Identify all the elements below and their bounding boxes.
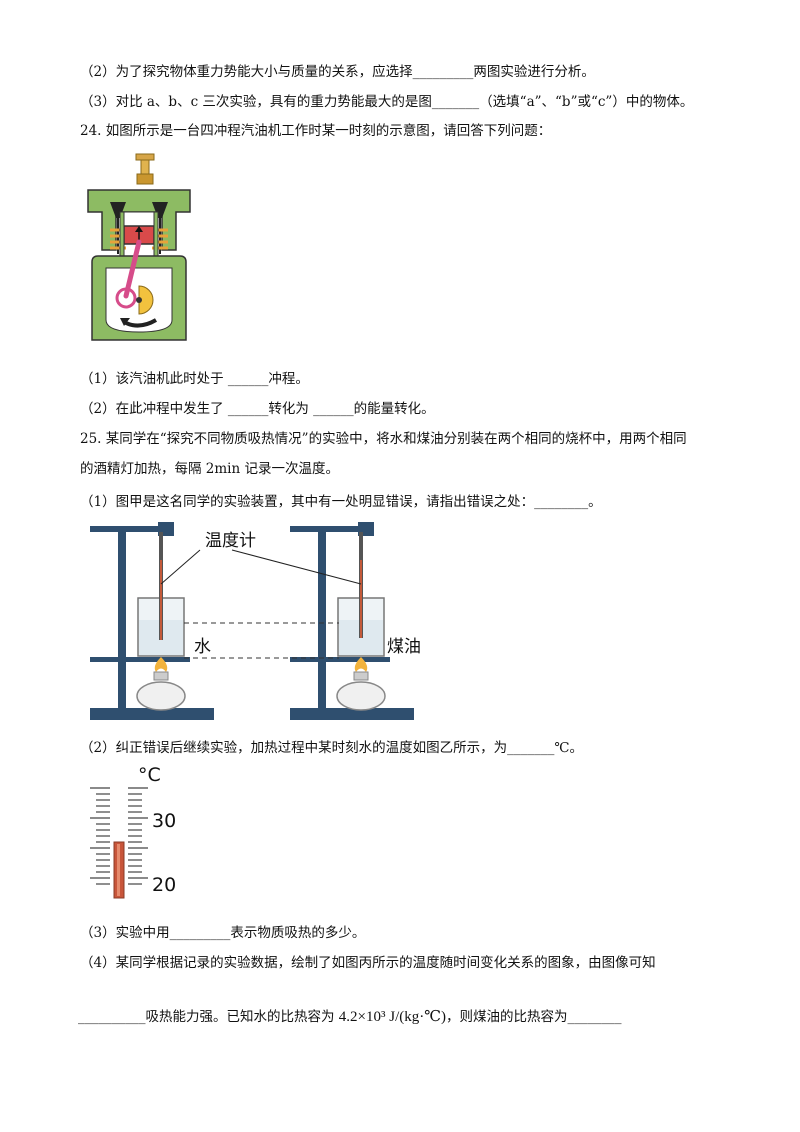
thermometer-tick-20: 20 (152, 874, 177, 896)
heating-apparatus-figure (90, 522, 414, 720)
q25-part4-text-a: 吸热能力强。已知水的比热容为 (145, 1009, 335, 1025)
water-label: 水 (194, 637, 211, 657)
thermometer-tick-30: 30 (152, 810, 177, 832)
thermometer-scale-figure (90, 787, 148, 899)
q25-part4-text-b: ，则煤油的比热容为________ (446, 1009, 622, 1025)
engine-diagram (87, 153, 191, 341)
thermometer-unit: °C (138, 764, 161, 786)
q25-part3: （3）实验中用_________表示物质吸热的多少。 (80, 925, 366, 941)
q24-part1: （1）该汽油机此时处于 ______冲程。 (80, 371, 309, 387)
q25-part4-line2: __________吸热能力强。已知水的比热容为 4.2×10³ J/(kg·℃… (78, 1007, 622, 1027)
q25-part4-line1: （4）某同学根据记录的实验数据，绘制了如图丙所示的温度随时间变化关系的图象，由图… (80, 955, 656, 971)
q25-stem-line1: 25. 某同学在“探究不同物质吸热情况”的实验中，将水和煤油分别装在两个相同的烧… (80, 431, 687, 447)
q25-part4-blank: __________ (78, 1009, 146, 1025)
q24-part2: （2）在此冲程中发生了 ______转化为 ______的能量转化。 (80, 401, 435, 417)
q24-stem: 24. 如图所示是一台四冲程汽油机工作时某一时刻的示意图，请回答下列问题： (80, 123, 552, 139)
q25-part2: （2）纠正错误后继续实验，加热过程中某时刻水的温度如图乙所示，为_______℃… (80, 740, 583, 756)
q25-stem-line2: 的酒精灯加热，每隔 2min 记录一次温度。 (80, 461, 339, 477)
kerosene-label: 煤油 (387, 637, 421, 657)
q25-part1: （1）图甲是这名同学的实验装置，其中有一处明显错误，请指出错误之处：______… (80, 494, 602, 510)
q23-part3: （3）对比 a、b、c 三次实验，具有的重力势能最大的是图_______（选填“… (80, 94, 694, 110)
thermometer-label: 温度计 (205, 531, 256, 551)
q23-part2: （2）为了探究物体重力势能大小与质量的关系，应选择_________两图实验进行… (80, 64, 595, 80)
specific-heat-formula: 4.2×10³ J/(kg·℃) (338, 1009, 447, 1025)
